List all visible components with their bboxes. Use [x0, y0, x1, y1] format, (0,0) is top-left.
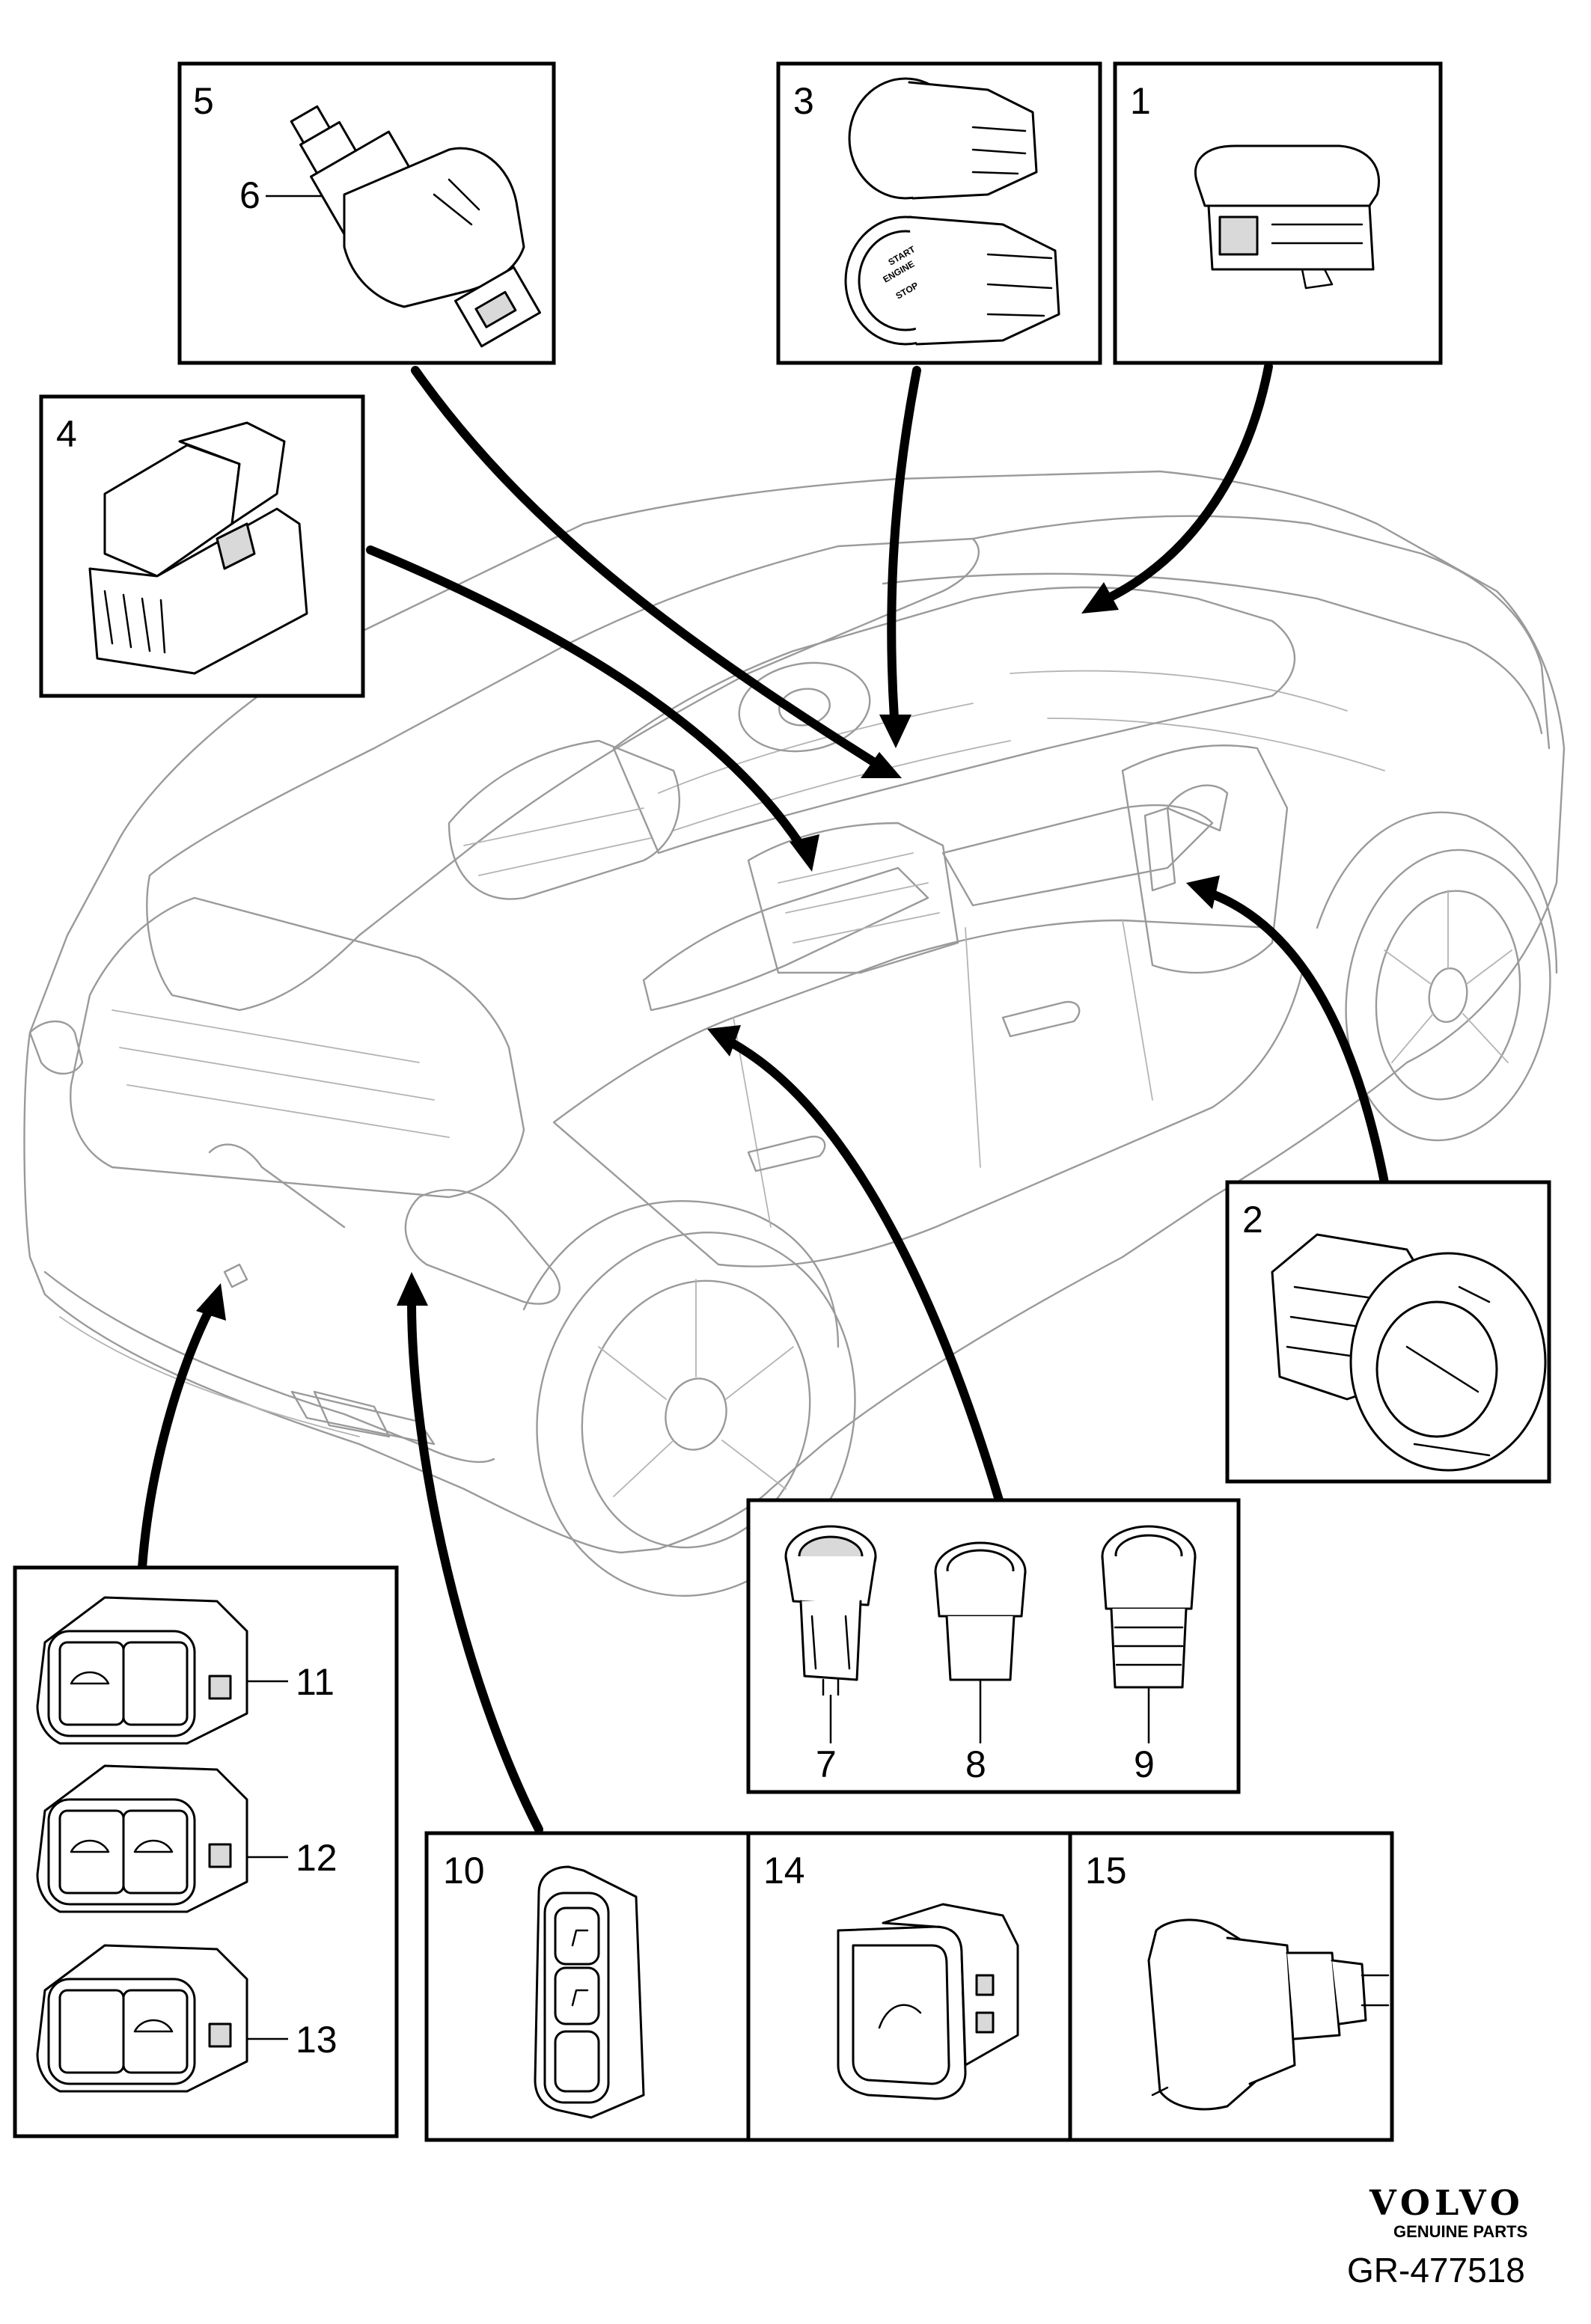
switch-14-illustration [837, 1903, 1019, 2100]
arrowhead-5 [861, 752, 902, 778]
arrowhead-10 [397, 1272, 428, 1306]
socket-8-illustration [934, 1541, 1027, 1743]
switch-1-illustration [1194, 144, 1381, 290]
panel-5: 5 6 [177, 61, 556, 365]
tailgate-switch-13-illustration [36, 1944, 248, 2093]
arrowhead-3 [879, 715, 911, 748]
leader-789 [729, 1039, 1004, 1505]
brand-block: VOLVO GENUINE PARTS GR-477518 [1347, 2183, 1527, 2290]
callout-8: 8 [965, 1743, 986, 1785]
arrowhead-1 [1081, 582, 1119, 614]
vehicle-illustration [23, 470, 1566, 1597]
callout-14: 14 [763, 1850, 805, 1892]
callout-2: 2 [1242, 1199, 1263, 1241]
callout-4: 4 [56, 413, 77, 455]
callout-3: 3 [793, 80, 814, 122]
callout-11: 11 [296, 1661, 335, 1703]
callout-6: 6 [239, 174, 260, 216]
arrowhead-2 [1186, 875, 1220, 909]
panel-1: 1 [1113, 61, 1443, 365]
leader-5 [411, 366, 880, 768]
leader-3 [887, 366, 921, 723]
genuine-parts-label: GENUINE PARTS [1393, 2222, 1527, 2241]
start-button-cover-illustration [848, 77, 1038, 200]
brake-light-switch-illustration [290, 105, 541, 348]
panel-3: 3 START ENGINE STOP [776, 61, 1102, 365]
callout-10: 10 [443, 1850, 485, 1892]
seat-switch-10-illustration [534, 1865, 645, 2119]
leader-10 [407, 1297, 543, 1834]
callout-9: 9 [1134, 1743, 1155, 1785]
socket-9-illustration [1101, 1525, 1197, 1743]
switch-4-illustration [88, 421, 308, 675]
panel-4: 4 [39, 394, 365, 698]
leader-11-13 [138, 1305, 214, 1572]
callout-1: 1 [1130, 80, 1151, 122]
callout-7: 7 [816, 1743, 837, 1785]
arrowhead-789 [707, 1025, 741, 1056]
callout-13: 13 [296, 2019, 338, 2061]
leader-4 [366, 545, 805, 850]
callout-15: 15 [1085, 1850, 1127, 1892]
socket-7-illustration [784, 1525, 877, 1743]
switch-15-illustration [1147, 1918, 1390, 2111]
tailgate-switch-12-illustration [36, 1764, 248, 1913]
panel-10-14-15: 10 14 15 [424, 1831, 1394, 2142]
callout-12: 12 [296, 1837, 338, 1879]
leader-lines [138, 362, 1404, 1834]
leader-1 [1103, 362, 1273, 603]
start-engine-stop-button-illustration: START ENGINE STOP [844, 215, 1060, 346]
panel-11-12-13: 11 12 13 [13, 1565, 399, 2138]
switch-2-illustration [1271, 1233, 1547, 1472]
volvo-logo: VOLVO [1369, 2183, 1524, 2223]
tailgate-switch-11-illustration [36, 1596, 248, 1745]
panel-2: 2 [1225, 1180, 1551, 1484]
panel-7-8-9: 7 8 9 [746, 1498, 1241, 1794]
reference-number: GR-477518 [1347, 2251, 1525, 2290]
arrowhead-11-13 [196, 1283, 226, 1321]
callout-5: 5 [193, 80, 214, 122]
arrowhead-4 [790, 834, 819, 872]
